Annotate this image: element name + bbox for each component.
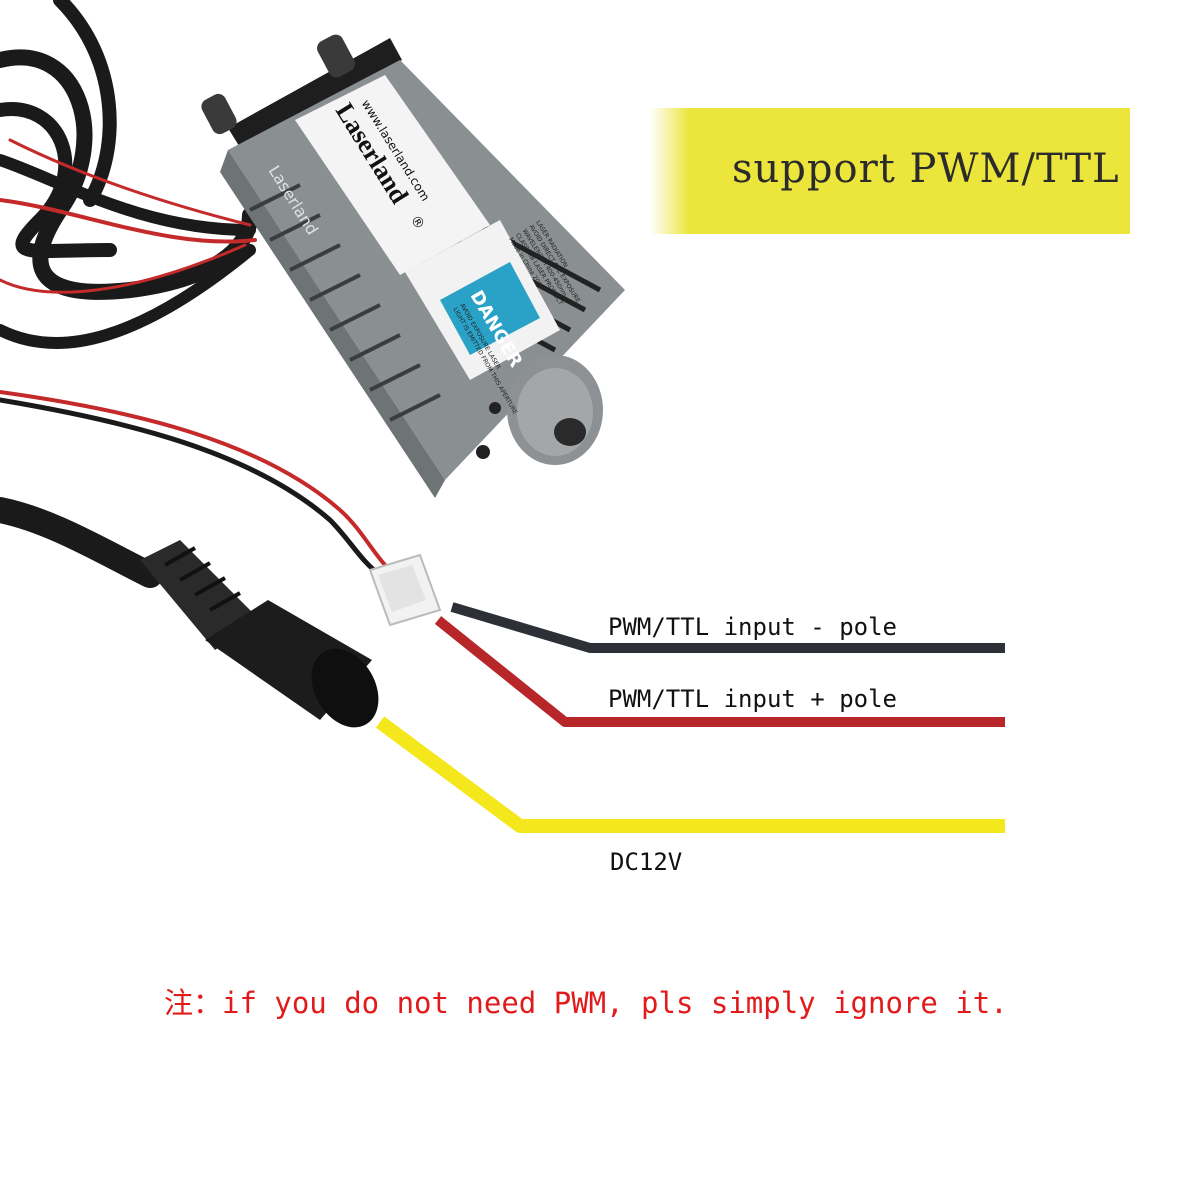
label-dc12v: DC12V (610, 848, 683, 876)
wire-pwm-plus (434, 616, 1005, 727)
wire-pwm-minus (450, 602, 1005, 653)
label-pwm-minus: PWM/TTL input - pole (608, 613, 897, 641)
jst-connector (368, 553, 442, 627)
feature-banner (650, 108, 1130, 234)
cable-bundle (0, 0, 387, 588)
dc-barrel-jack (140, 540, 379, 728)
note-text: 注：if you do not need PWM, pls simply ign… (164, 986, 1008, 1020)
label-pwm-plus: PWM/TTL input + pole (608, 685, 897, 713)
wire-dc12v (375, 716, 1005, 833)
banner-text: support PWM/TTL (732, 146, 1120, 192)
laser-module (201, 34, 625, 498)
